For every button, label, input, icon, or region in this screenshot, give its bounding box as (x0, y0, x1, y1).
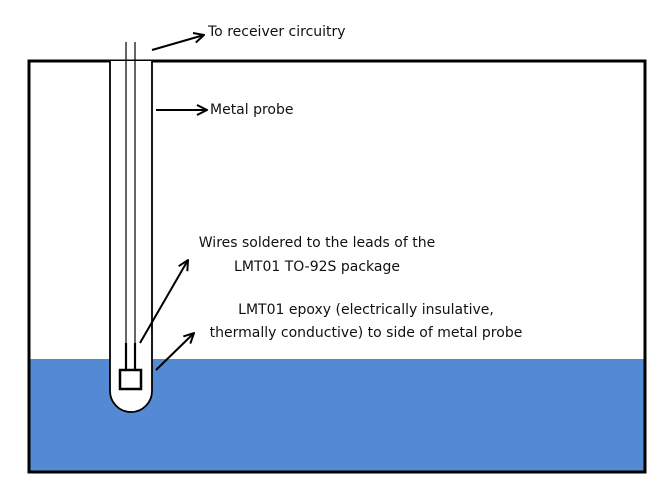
label-wires-line1: Wires soldered to the leads of the (198, 235, 436, 251)
lmt01-sensor (118, 368, 143, 391)
label-epoxy-line1: LMT01 epoxy (electrically insulative, (238, 302, 494, 318)
label-receiver: To receiver circuitry (208, 24, 346, 40)
arrow-receiver (151, 35, 204, 51)
label-probe: Metal probe (210, 102, 294, 118)
tank-outline (27, 59, 647, 474)
label-epoxy-line2: thermally conductive) to side of metal p… (209, 325, 523, 341)
metal-probe (109, 61, 153, 413)
arrow-epoxy (155, 333, 194, 371)
arrow-wires (139, 260, 188, 344)
label-wires-line2: LMT01 TO-92S package (234, 259, 400, 275)
